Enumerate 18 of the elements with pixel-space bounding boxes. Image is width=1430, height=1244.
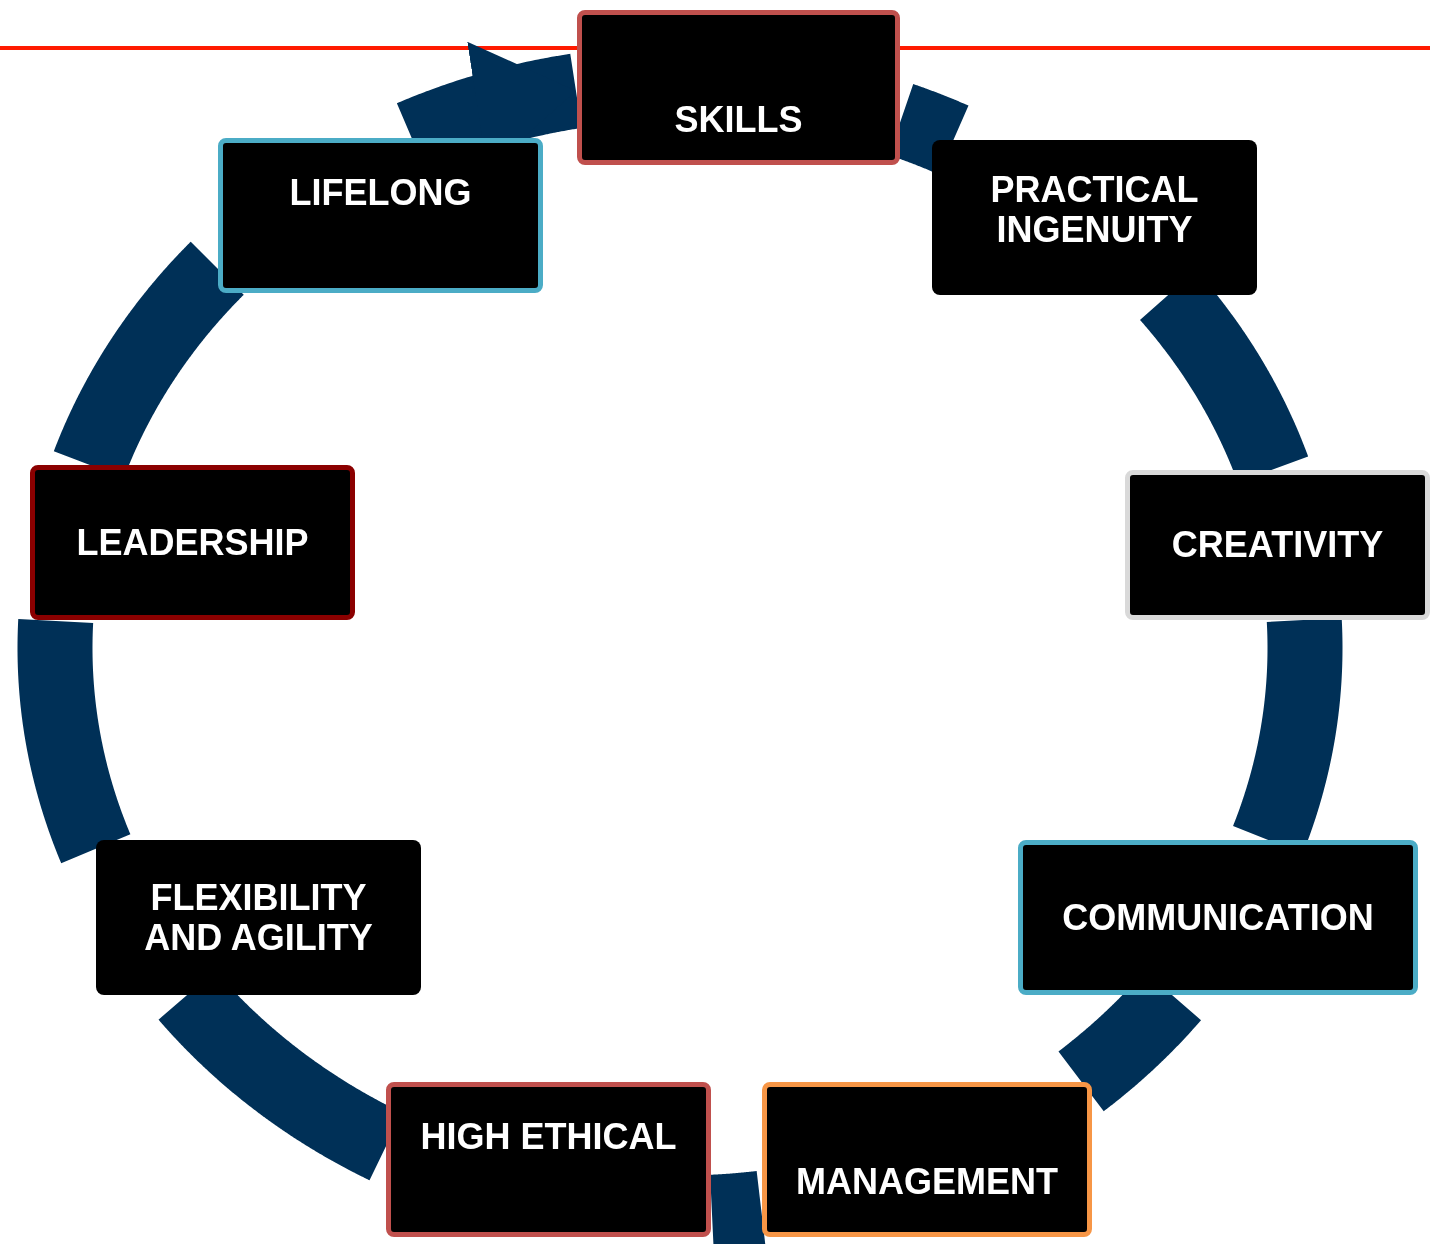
process-box [1018, 840, 1418, 995]
process-box [577, 10, 900, 165]
process-box [762, 1082, 1092, 1237]
process-box [932, 140, 1257, 295]
box-label: HIGH ETHICAL [420, 1117, 677, 1157]
box-label: SKILLS [674, 100, 803, 140]
process-box [96, 840, 421, 995]
box-label: PRACTICAL INGENUITY [989, 170, 1200, 250]
box-label: LEADERSHIP [76, 522, 309, 563]
process-box [1125, 470, 1430, 620]
process-box [386, 1082, 711, 1237]
box-label: COMMUNICATION [1062, 897, 1374, 938]
box-label: FLEXIBILITY AND AGILITY [143, 877, 374, 958]
box-label: CREATIVITY [1171, 525, 1384, 565]
process-box [218, 138, 543, 293]
box-label: MANAGEMENT [796, 1162, 1058, 1202]
box-label: LIFELONG [289, 173, 472, 213]
process-box [30, 465, 355, 620]
